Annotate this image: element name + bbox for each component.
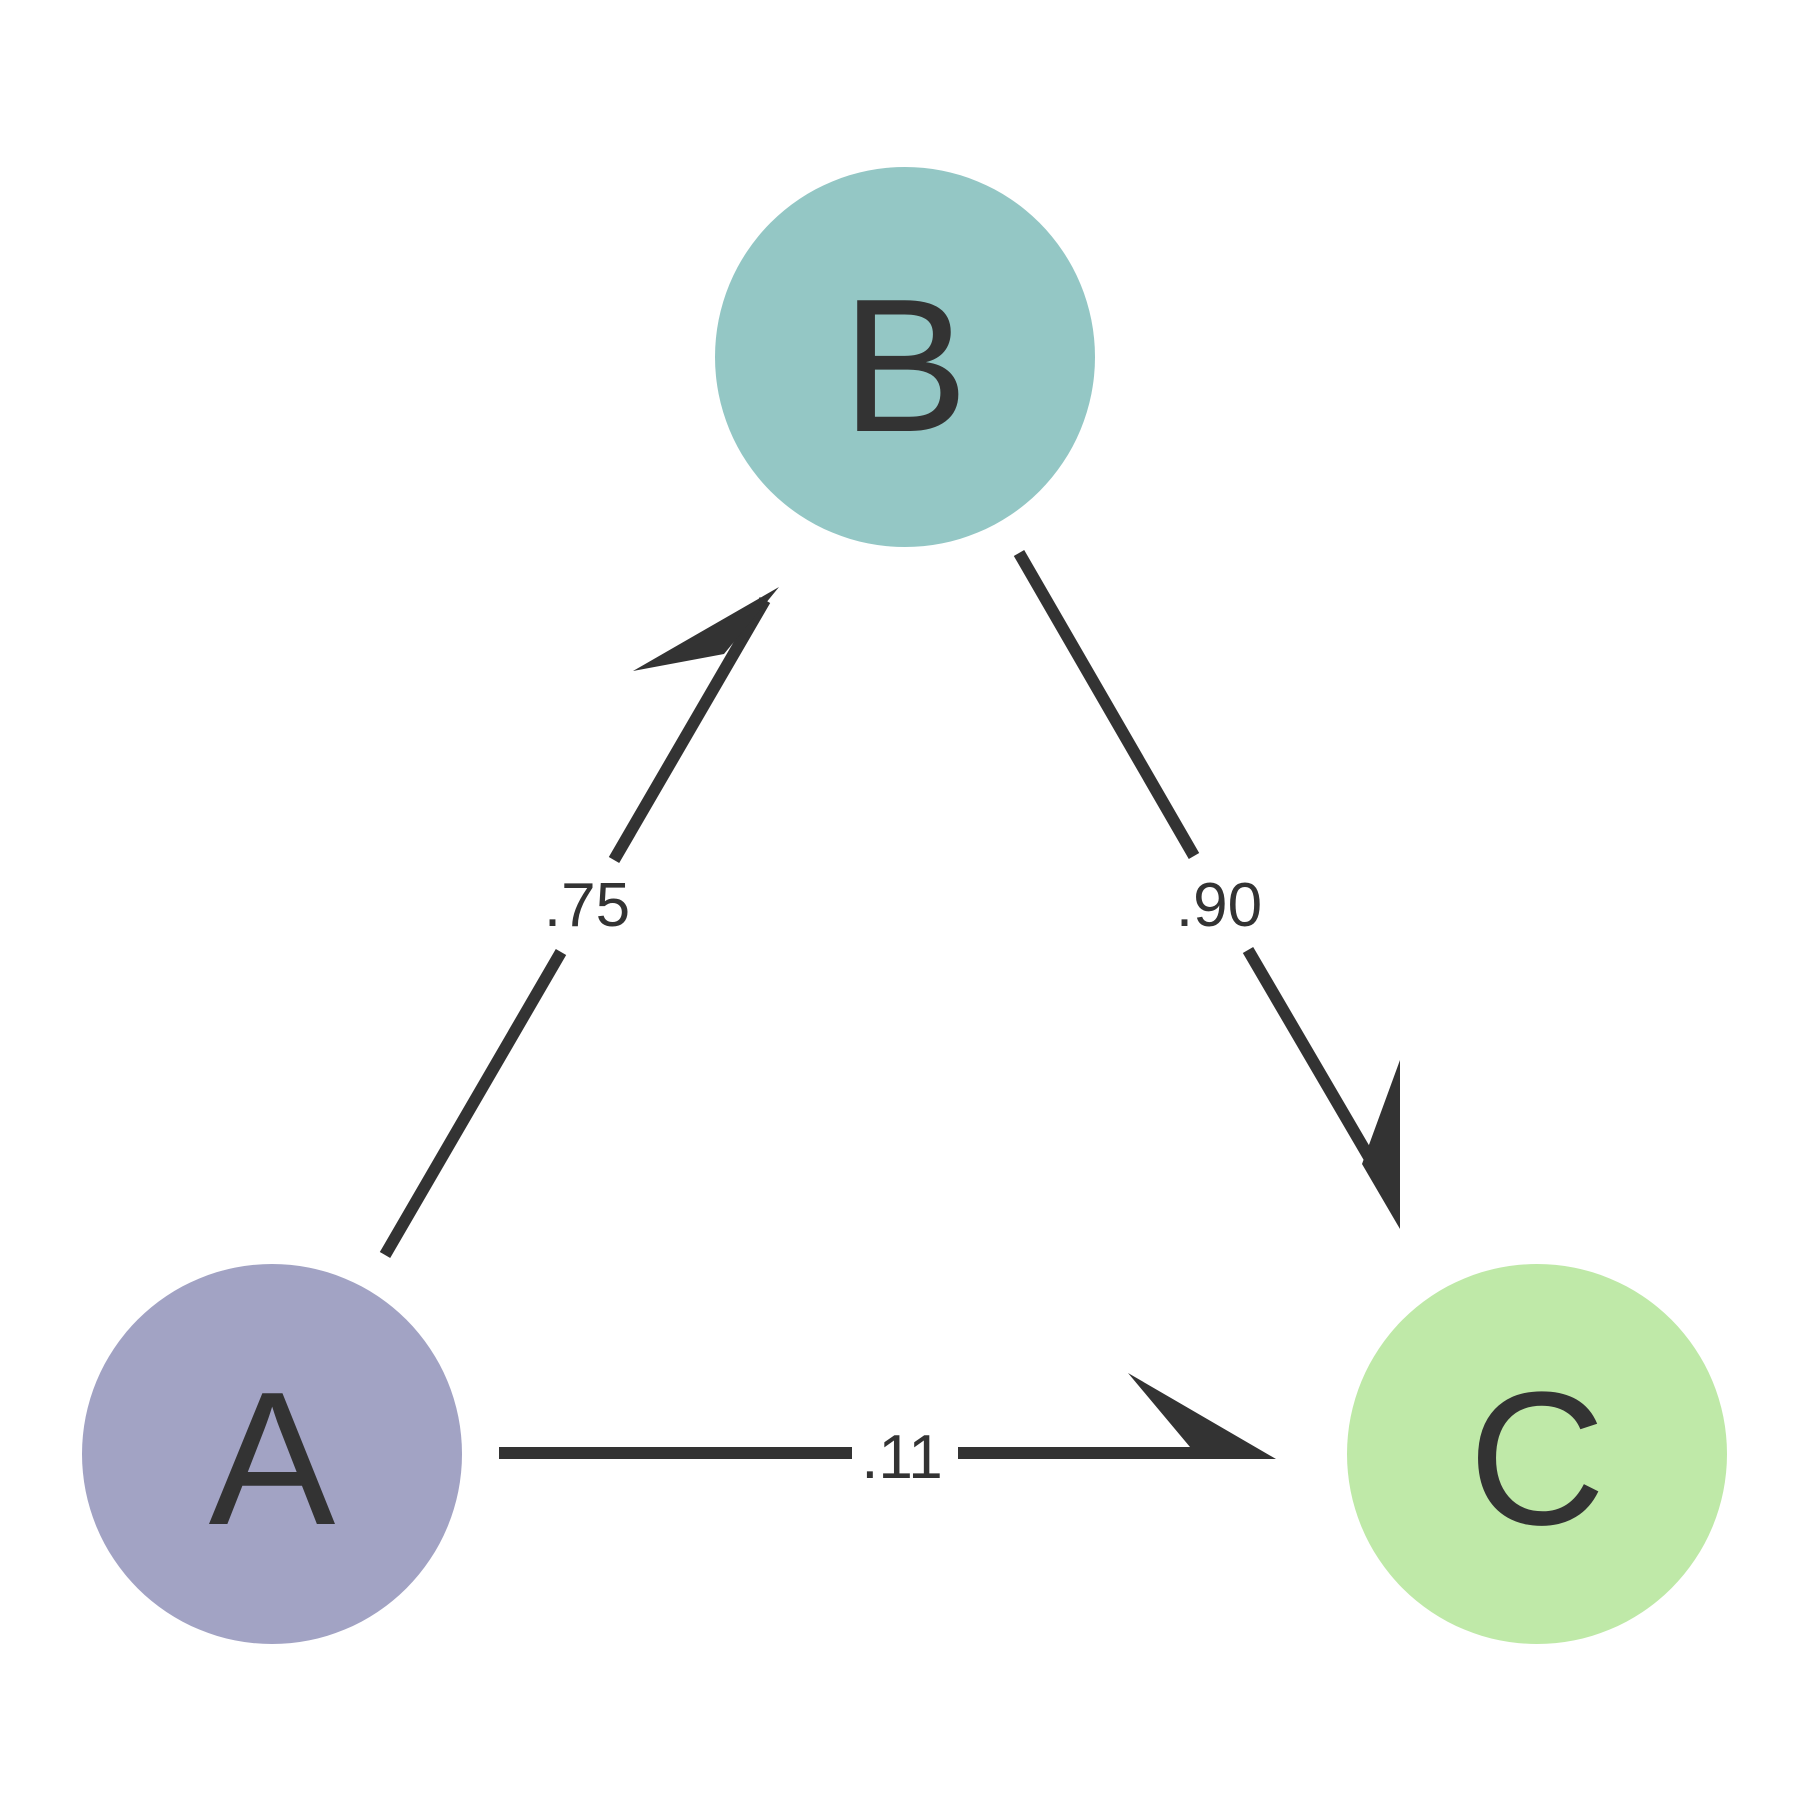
node-c-label: C xyxy=(1468,1353,1605,1565)
edge-a-to-b-line-upper xyxy=(608,596,771,864)
node-b-circle xyxy=(715,167,1095,547)
edge-a-to-c: .11 xyxy=(499,1373,1276,1492)
edge-a-to-c-arrowhead xyxy=(1128,1373,1276,1459)
edge-a-to-b: .75 xyxy=(379,587,779,1259)
node-c: C xyxy=(1347,1264,1727,1644)
edge-b-to-c-line-upper xyxy=(1013,549,1200,860)
edge-a-to-c-label: .11 xyxy=(861,1423,943,1492)
edge-b-to-c-line-lower xyxy=(1242,946,1386,1180)
node-b: B xyxy=(715,167,1095,547)
edge-b-to-c: .90 xyxy=(1013,549,1400,1229)
node-b-label: B xyxy=(842,260,969,472)
edge-a-to-b-line-lower xyxy=(379,948,567,1259)
node-a-circle xyxy=(82,1264,462,1644)
edge-a-to-b-arrowhead xyxy=(633,587,779,671)
node-c-circle xyxy=(1347,1264,1727,1644)
node-a-label: A xyxy=(209,1353,336,1565)
edge-b-to-c-label: .90 xyxy=(1176,871,1262,940)
edge-b-to-c-arrowhead xyxy=(1362,1060,1400,1229)
edge-a-to-b-label: .75 xyxy=(544,871,630,940)
node-a: A xyxy=(82,1264,462,1644)
